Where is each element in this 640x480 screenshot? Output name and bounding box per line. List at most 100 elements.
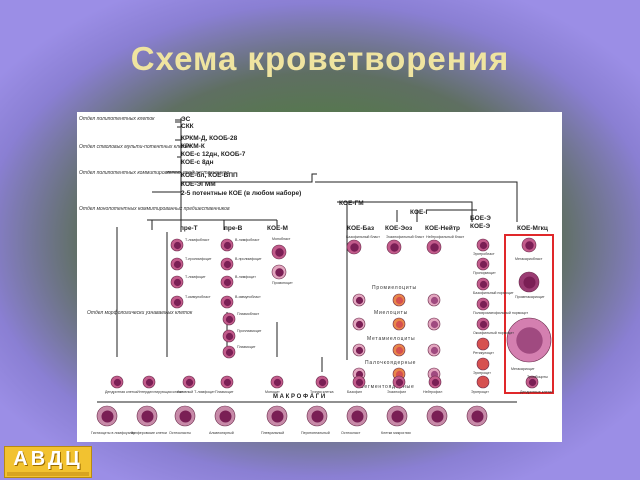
column-header: КОЕ-М bbox=[267, 225, 288, 232]
cell-label: Ретикулоцит bbox=[473, 351, 494, 355]
cell-image bbox=[476, 337, 490, 351]
cell-label: В-лимфоцит bbox=[235, 275, 256, 279]
cell-label: Тучная клетка bbox=[310, 390, 333, 394]
cell-images bbox=[96, 237, 552, 427]
series-label: Метамиелоциты bbox=[367, 336, 415, 342]
cell-label: Альвеолярный bbox=[209, 431, 234, 435]
cell-nucleus bbox=[528, 378, 537, 387]
cell-nucleus bbox=[225, 348, 234, 357]
stem-label: КРКМ-К bbox=[181, 143, 205, 150]
cell-label: Мегакариобласт bbox=[515, 257, 543, 261]
stem-label: КОЕ-ЭГММ bbox=[181, 181, 216, 188]
cell-label: Пронормоцит bbox=[473, 271, 496, 275]
cell-nucleus bbox=[311, 410, 324, 423]
cell-nucleus bbox=[113, 378, 122, 387]
cell-nucleus bbox=[173, 260, 182, 269]
cell-nucleus bbox=[431, 378, 440, 387]
cell-nucleus bbox=[395, 378, 404, 387]
cell-nucleus bbox=[223, 241, 232, 250]
cell-nucleus bbox=[173, 298, 182, 307]
cell-label: Т-пролимфоцит bbox=[185, 257, 212, 261]
cell-nucleus bbox=[225, 315, 234, 324]
cell-label: Полихроматофильный нормоцит bbox=[473, 311, 528, 315]
cell-nucleus bbox=[173, 241, 182, 250]
cell-nucleus bbox=[101, 410, 114, 423]
logo-text: АВДЦ bbox=[13, 448, 83, 470]
cell-nucleus bbox=[355, 378, 364, 387]
mid-label: КОЕ-Г bbox=[410, 209, 430, 216]
cell-label: В-пролимфоцит bbox=[235, 257, 262, 261]
stem-label: ЭС bbox=[181, 116, 191, 123]
mid-label: КОЕ-ГМ bbox=[339, 200, 364, 207]
cell-nucleus bbox=[219, 410, 232, 423]
cell-nucleus bbox=[430, 296, 439, 305]
hematopoiesis-diagram: Отдел полипотентных клеток Отдел стволов… bbox=[77, 112, 562, 442]
cell-label: Базофил bbox=[347, 390, 362, 394]
cell-nucleus bbox=[479, 241, 488, 250]
cell-label: Проплазмоцит bbox=[237, 329, 262, 333]
cell-nucleus bbox=[395, 296, 404, 305]
column-header: КОЕ-Эоз bbox=[385, 225, 413, 232]
cell-label: Плазмобласт bbox=[237, 312, 260, 316]
cell-nucleus bbox=[395, 346, 404, 355]
column-header: пре-В bbox=[224, 225, 243, 232]
stem-label: КОЕ-с 12дн, КООБ-7 bbox=[181, 151, 246, 158]
cell-label: Нейтрофил bbox=[423, 390, 442, 394]
cell-label: Промегакариоцит bbox=[515, 295, 545, 299]
section-label: Отдел монопотентных коммитированных пред… bbox=[79, 206, 230, 212]
series-label: Промиелоциты bbox=[372, 285, 417, 291]
cell-nucleus bbox=[355, 320, 364, 329]
cell-nucleus bbox=[223, 378, 232, 387]
cell-nucleus bbox=[430, 346, 439, 355]
cell-nucleus bbox=[225, 332, 234, 341]
cell-nucleus bbox=[223, 278, 232, 287]
cell-nucleus bbox=[275, 248, 284, 257]
cell-nucleus bbox=[471, 410, 484, 423]
series-label: Палочкоядерные bbox=[365, 360, 416, 366]
cell-label: В-иммунобласт bbox=[235, 295, 261, 299]
cell-nucleus bbox=[185, 378, 194, 387]
logo: АВДЦ bbox=[4, 446, 92, 478]
cell-nucleus bbox=[273, 378, 282, 387]
cell-label: Остеокласт bbox=[341, 431, 361, 435]
cell-label: Нейтрофильный бласт bbox=[426, 235, 465, 239]
cell-nucleus bbox=[351, 410, 364, 423]
cell-nucleus bbox=[395, 320, 404, 329]
cell-label: Дендритные клетки bbox=[520, 390, 553, 394]
cell-nucleus bbox=[271, 410, 284, 423]
series-label: Сегментоядерные bbox=[360, 384, 415, 390]
section-label: Отдел стволовых мульти-потентных клеток bbox=[79, 144, 192, 150]
cell-nucleus bbox=[355, 296, 364, 305]
section-label: Отдел полипотентных коммитированных пред… bbox=[79, 170, 229, 176]
cell-label: Тромбоциты bbox=[527, 375, 548, 379]
cell-nucleus bbox=[350, 243, 359, 252]
column-header: пре-Т bbox=[180, 225, 198, 232]
diagram-canvas: Отдел полипотентных клеток Отдел стволов… bbox=[79, 116, 554, 435]
section-label: Отдел полипотентных клеток bbox=[79, 116, 155, 122]
cell-nucleus bbox=[318, 378, 327, 387]
cell-image bbox=[476, 357, 490, 371]
cell-label: Интердигитирующая клетка bbox=[137, 390, 183, 394]
cell-nucleus bbox=[390, 243, 399, 252]
column-header: КОЕ-Баз bbox=[347, 225, 375, 232]
cell-label: Мегакариоцит bbox=[511, 367, 535, 371]
cell-label: Т-лимфоцит bbox=[185, 275, 206, 279]
cell-label: Эозинофильный бласт bbox=[386, 235, 424, 239]
cell-label: В-лимфобласт bbox=[235, 238, 260, 242]
cell-label: Эозинофил bbox=[387, 390, 406, 394]
cell-label: Т-лимфобласт bbox=[185, 238, 210, 242]
cell-nucleus bbox=[275, 268, 284, 277]
cell-nucleus bbox=[141, 410, 154, 423]
cell-nucleus bbox=[516, 327, 543, 354]
cell-label: Т-иммунобласт bbox=[185, 295, 211, 299]
cell-nucleus bbox=[223, 260, 232, 269]
cell-labels: Т-лимфобластТ-пролимфоцитТ-лимфоцитТ-имм… bbox=[91, 235, 553, 435]
cell-nucleus bbox=[145, 378, 154, 387]
cell-nucleus bbox=[179, 410, 192, 423]
megakaryocyte-highlight bbox=[504, 234, 554, 394]
cell-label: Эритроцит bbox=[471, 390, 489, 394]
branch-lines bbox=[97, 181, 518, 403]
cell-label: Плевральный bbox=[261, 431, 284, 435]
cell-label: Дендритная клетка bbox=[105, 390, 137, 394]
cell-label: Гистиоциты в лимфоузлах bbox=[91, 431, 135, 435]
